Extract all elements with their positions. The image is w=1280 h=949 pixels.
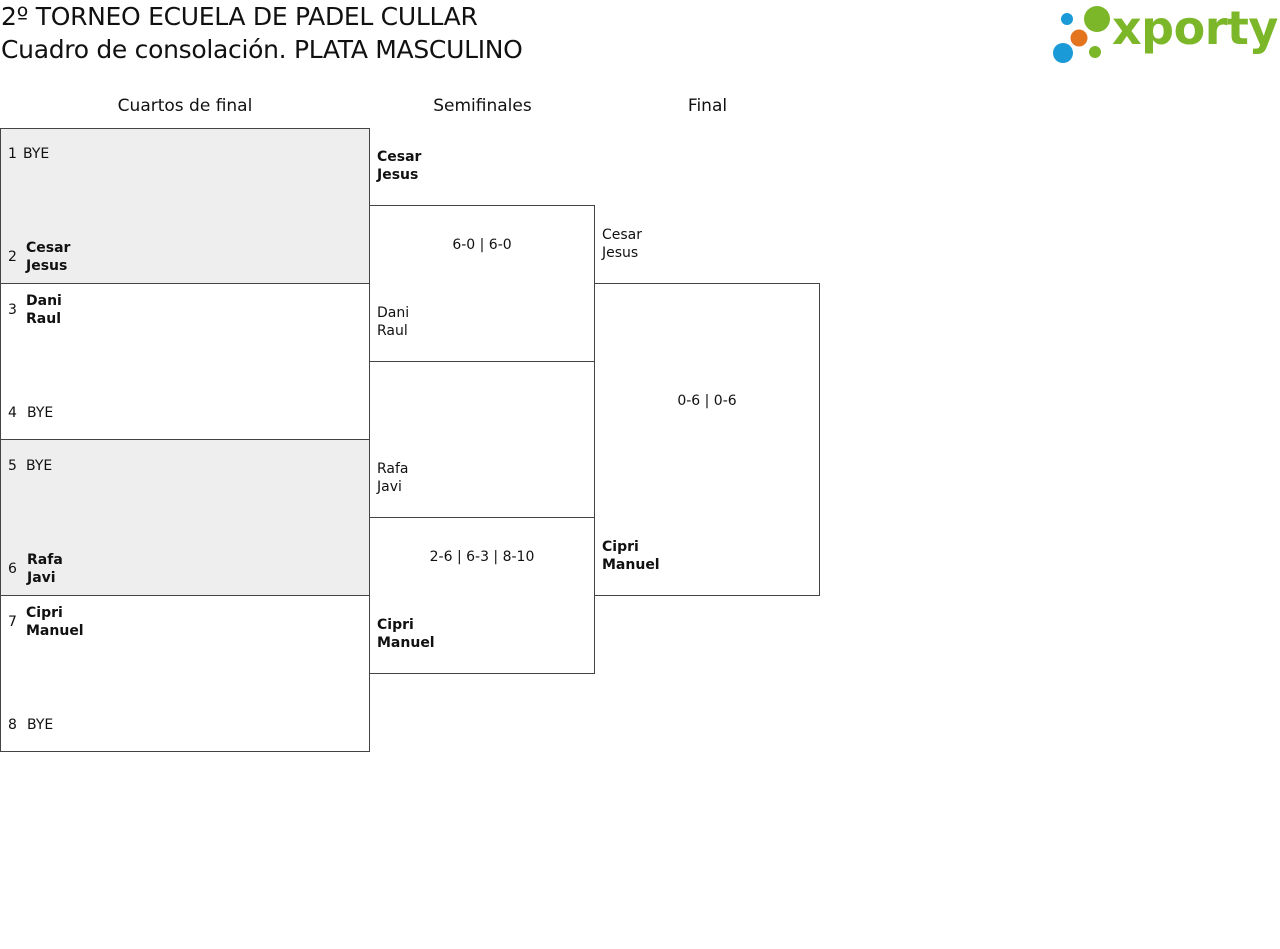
team-entry: Cesar Jesus bbox=[26, 239, 70, 275]
player-name: Raul bbox=[377, 323, 408, 339]
player-name: Rafa bbox=[377, 461, 409, 477]
round-header-semifinals: Semifinales bbox=[433, 96, 532, 116]
bye-entry: BYE bbox=[27, 717, 54, 733]
round-header-final: Final bbox=[687, 96, 728, 116]
match-score: 2-6 | 6-3 | 8-10 bbox=[429, 549, 535, 565]
final-match bbox=[594, 283, 820, 596]
player-name: Javi bbox=[27, 570, 56, 586]
xporty-logo: xporty bbox=[1050, 1, 1278, 68]
round-header-quarterfinals: Cuartos de final bbox=[117, 96, 253, 116]
player-name: Jesus bbox=[602, 245, 639, 261]
player-name: Rafa bbox=[27, 552, 63, 568]
seed-number: 4 bbox=[8, 405, 17, 421]
player-name: Raul bbox=[26, 311, 61, 327]
player-name: Cesar bbox=[602, 227, 643, 243]
bye-entry: BYE bbox=[23, 146, 50, 162]
team-entry: Rafa Javi bbox=[27, 551, 63, 587]
team-entry: Cesar Jesus bbox=[377, 148, 421, 184]
player-name: Cipri bbox=[377, 617, 414, 633]
bye-entry: BYE bbox=[26, 458, 53, 474]
logo-wordmark: xporty bbox=[1112, 1, 1278, 55]
seed-number: 3 bbox=[8, 302, 17, 318]
player-name: Jesus bbox=[26, 258, 68, 274]
player-name: Manuel bbox=[602, 557, 660, 573]
match-score: 0-6 | 0-6 bbox=[677, 393, 737, 409]
team-entry: Cipri Manuel bbox=[26, 604, 84, 640]
player-name: Manuel bbox=[377, 635, 435, 651]
bracket-subtitle: Cuadro de consolación. PLATA MASCULINO bbox=[1, 35, 523, 64]
player-name: Dani bbox=[26, 293, 62, 309]
seed-number: 5 bbox=[8, 458, 17, 474]
player-name: Manuel bbox=[26, 623, 84, 639]
qf-match-1 bbox=[0, 128, 370, 284]
logo-dots-icon bbox=[1053, 6, 1110, 63]
bye-entry: BYE bbox=[27, 405, 54, 421]
seed-number: 8 bbox=[8, 717, 17, 733]
player-name: Cipri bbox=[26, 605, 63, 621]
seed-number: 6 bbox=[8, 561, 17, 577]
seed-number: 1 bbox=[8, 146, 17, 162]
seed-number: 2 bbox=[8, 249, 17, 265]
player-name: Jesus bbox=[377, 167, 419, 183]
team-entry: Cipri Manuel bbox=[602, 538, 660, 574]
tournament-title: 2º TORNEO ECUELA DE PADEL CULLAR bbox=[1, 2, 478, 31]
team-entry: Rafa Javi bbox=[377, 460, 409, 496]
player-name: Dani bbox=[377, 305, 410, 321]
team-entry: Cipri Manuel bbox=[377, 616, 435, 652]
team-entry: Cesar Jesus bbox=[602, 226, 642, 262]
team-entry: Dani Raul bbox=[26, 292, 62, 328]
qf-match-3 bbox=[0, 439, 370, 596]
player-name: Cipri bbox=[602, 539, 639, 555]
player-name: Cesar bbox=[377, 149, 422, 165]
team-entry: Dani Raul bbox=[377, 304, 409, 340]
match-score: 6-0 | 6-0 bbox=[452, 237, 512, 253]
player-name: Cesar bbox=[26, 240, 71, 256]
player-name: Javi bbox=[377, 479, 402, 495]
seed-number: 7 bbox=[8, 614, 17, 630]
